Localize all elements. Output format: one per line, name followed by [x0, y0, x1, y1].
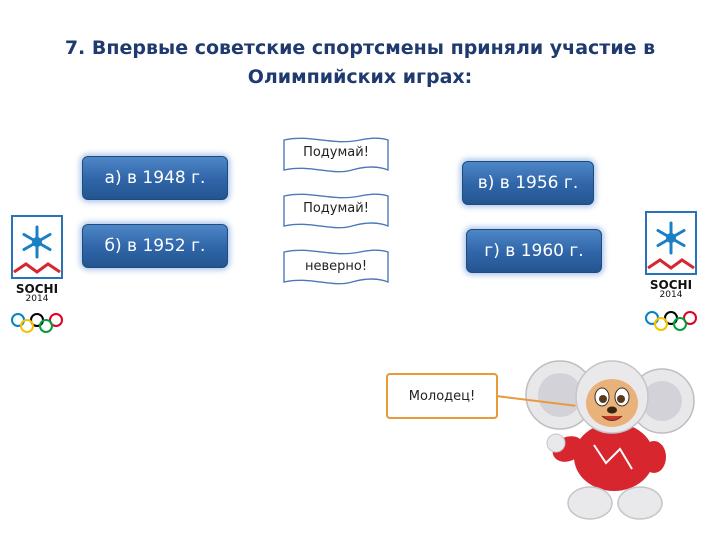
right-foot	[617, 486, 663, 520]
olympic-rings-icon	[645, 311, 697, 331]
answer-c-label: в) в 1956 г.	[477, 173, 579, 193]
question-number: 7.	[64, 37, 86, 59]
answer-d-button[interactable]: г) в 1960 г.	[466, 229, 602, 273]
sochi-logo-left: SOCHI 2014	[6, 212, 68, 333]
question-title: 7. Впервые советские спортсмены приняли …	[40, 34, 680, 92]
bravo-bubble: Молодец!	[386, 373, 498, 419]
feedback-flag-1: Подумай!	[282, 136, 390, 176]
feedback-flag-3: неверно!	[282, 248, 390, 288]
feedback-flag-2: Подумай!	[282, 192, 390, 232]
flag-shape	[283, 249, 389, 285]
answer-d-label: г) в 1960 г.	[484, 241, 584, 261]
olympic-rings-icon	[11, 313, 63, 333]
left-hand	[546, 433, 566, 453]
answer-b-button[interactable]: б) в 1952 г.	[82, 224, 228, 268]
jacket-pattern	[593, 444, 633, 470]
nose	[607, 406, 617, 414]
sochi-wordmark: SOCHI 2014	[642, 278, 700, 300]
answer-c-button[interactable]: в) в 1956 г.	[462, 161, 594, 205]
right-ear-inner	[642, 381, 682, 421]
red-jacket	[574, 423, 654, 491]
sochi-wordmark: SOCHI 2014	[8, 282, 66, 304]
flag-shape	[283, 193, 389, 229]
logo-text: SOCHI	[15, 282, 59, 296]
logo-year: 2014	[659, 290, 683, 300]
answer-a-button[interactable]: а) в 1948 г.	[82, 156, 228, 200]
answer-b-label: б) в 1952 г.	[104, 236, 206, 256]
logo-text: SOCHI	[649, 278, 693, 292]
feedback-text: неверно!	[304, 259, 368, 274]
right-pupil	[617, 395, 625, 403]
snowflake-logo-icon	[645, 211, 697, 275]
question-text: Впервые советские спортсмены приняли уча…	[91, 37, 656, 88]
sochi-logo-right: SOCHI 2014	[640, 208, 702, 331]
flag-shape	[283, 137, 389, 173]
bravo-text: Молодец!	[408, 388, 476, 404]
left-foot	[567, 486, 613, 520]
feedback-text: Подумай!	[303, 201, 369, 216]
right-arm	[642, 441, 666, 473]
mouth	[601, 415, 623, 421]
left-pupil	[599, 395, 607, 403]
mascot-illustration	[525, 360, 695, 520]
answer-a-label: а) в 1948 г.	[104, 168, 206, 188]
logo-year: 2014	[25, 294, 49, 304]
snowflake-logo-icon	[11, 215, 63, 279]
feedback-text: Подумай!	[303, 145, 369, 160]
